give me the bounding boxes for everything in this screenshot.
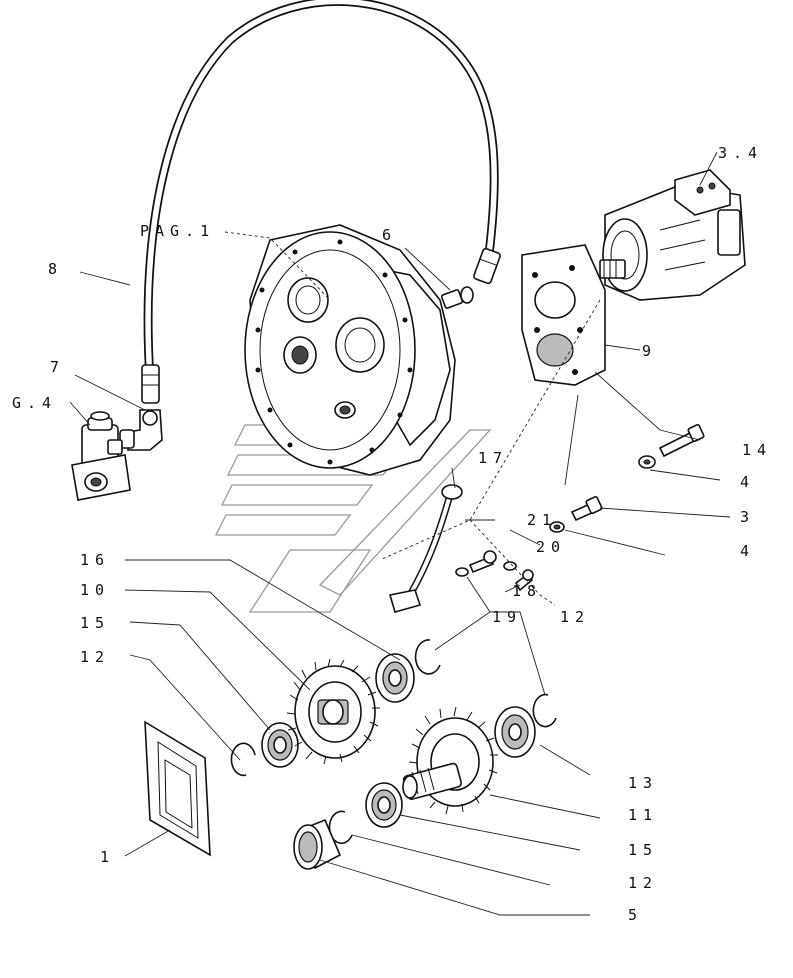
callout-15a: 15 — [80, 614, 110, 632]
bolt-18 — [468, 550, 497, 574]
callout-14: 14 — [742, 441, 772, 459]
callout-15b: 15 — [628, 841, 658, 859]
callout-16: 16 — [80, 551, 110, 569]
callout-8: 8 — [48, 260, 63, 278]
callout-12b: 12 — [560, 608, 590, 626]
elbow-fitting-7 — [119, 409, 163, 451]
bolt-14 — [658, 423, 705, 458]
gasket-1 — [144, 720, 211, 857]
callout-9: 9 — [642, 342, 657, 360]
washer-4a — [638, 455, 656, 469]
callout-labels: PAG.1 8 7 G.4 6 3.4 9 14 4 3 4 17 21 20 … — [12, 144, 772, 924]
callout-3: 3 — [740, 508, 755, 526]
callout-11: 11 — [628, 806, 658, 824]
callout-4b: 4 — [740, 542, 755, 560]
gear-shaft-11 — [402, 706, 498, 815]
callout-10: 10 — [80, 581, 110, 599]
bearing-16 — [375, 653, 415, 703]
fitting-6 — [440, 286, 474, 309]
valve-g4 — [71, 411, 131, 501]
mounting-plate-9 — [521, 244, 606, 386]
callout-17: 17 — [478, 449, 508, 467]
snap-ring-16 — [414, 639, 441, 675]
snap-ring-12b — [532, 693, 557, 728]
callout-21: 21 — [527, 511, 557, 529]
bolt-3 — [570, 495, 603, 522]
callout-18: 18 — [512, 582, 542, 600]
bearing-15a — [261, 722, 299, 768]
hydraulic-hose-8 — [141, 0, 501, 404]
snap-ring-12a — [230, 742, 256, 777]
callout-4a: 4 — [740, 473, 755, 491]
callout-13: 13 — [628, 774, 658, 792]
seal-5 — [293, 818, 342, 870]
callout-6: 6 — [382, 226, 397, 244]
callout-5: 5 — [628, 906, 643, 924]
gear-10 — [286, 658, 380, 765]
transmission-housing — [244, 224, 456, 476]
callout-1: 1 — [100, 848, 115, 866]
callout-pag1: PAG.1 — [140, 222, 215, 240]
washer-19 — [455, 567, 469, 577]
callout-12a: 12 — [80, 648, 110, 666]
bearing-15b — [365, 782, 403, 828]
callout-3-4: 3.4 — [718, 144, 763, 162]
washer-20 — [503, 561, 517, 571]
bearing-13 — [494, 706, 536, 758]
callout-19: 19 — [492, 608, 522, 626]
lube-pipe-17 — [388, 484, 463, 613]
callout-12c: 12 — [628, 874, 658, 892]
callout-g4: G.4 — [12, 394, 57, 412]
hydraulic-pump-3-4 — [599, 169, 746, 301]
washer-4b — [549, 521, 565, 533]
callout-7: 7 — [50, 358, 65, 376]
leader-lines — [69, 151, 731, 916]
bolt-21 — [514, 569, 534, 592]
callout-20: 20 — [536, 538, 566, 556]
